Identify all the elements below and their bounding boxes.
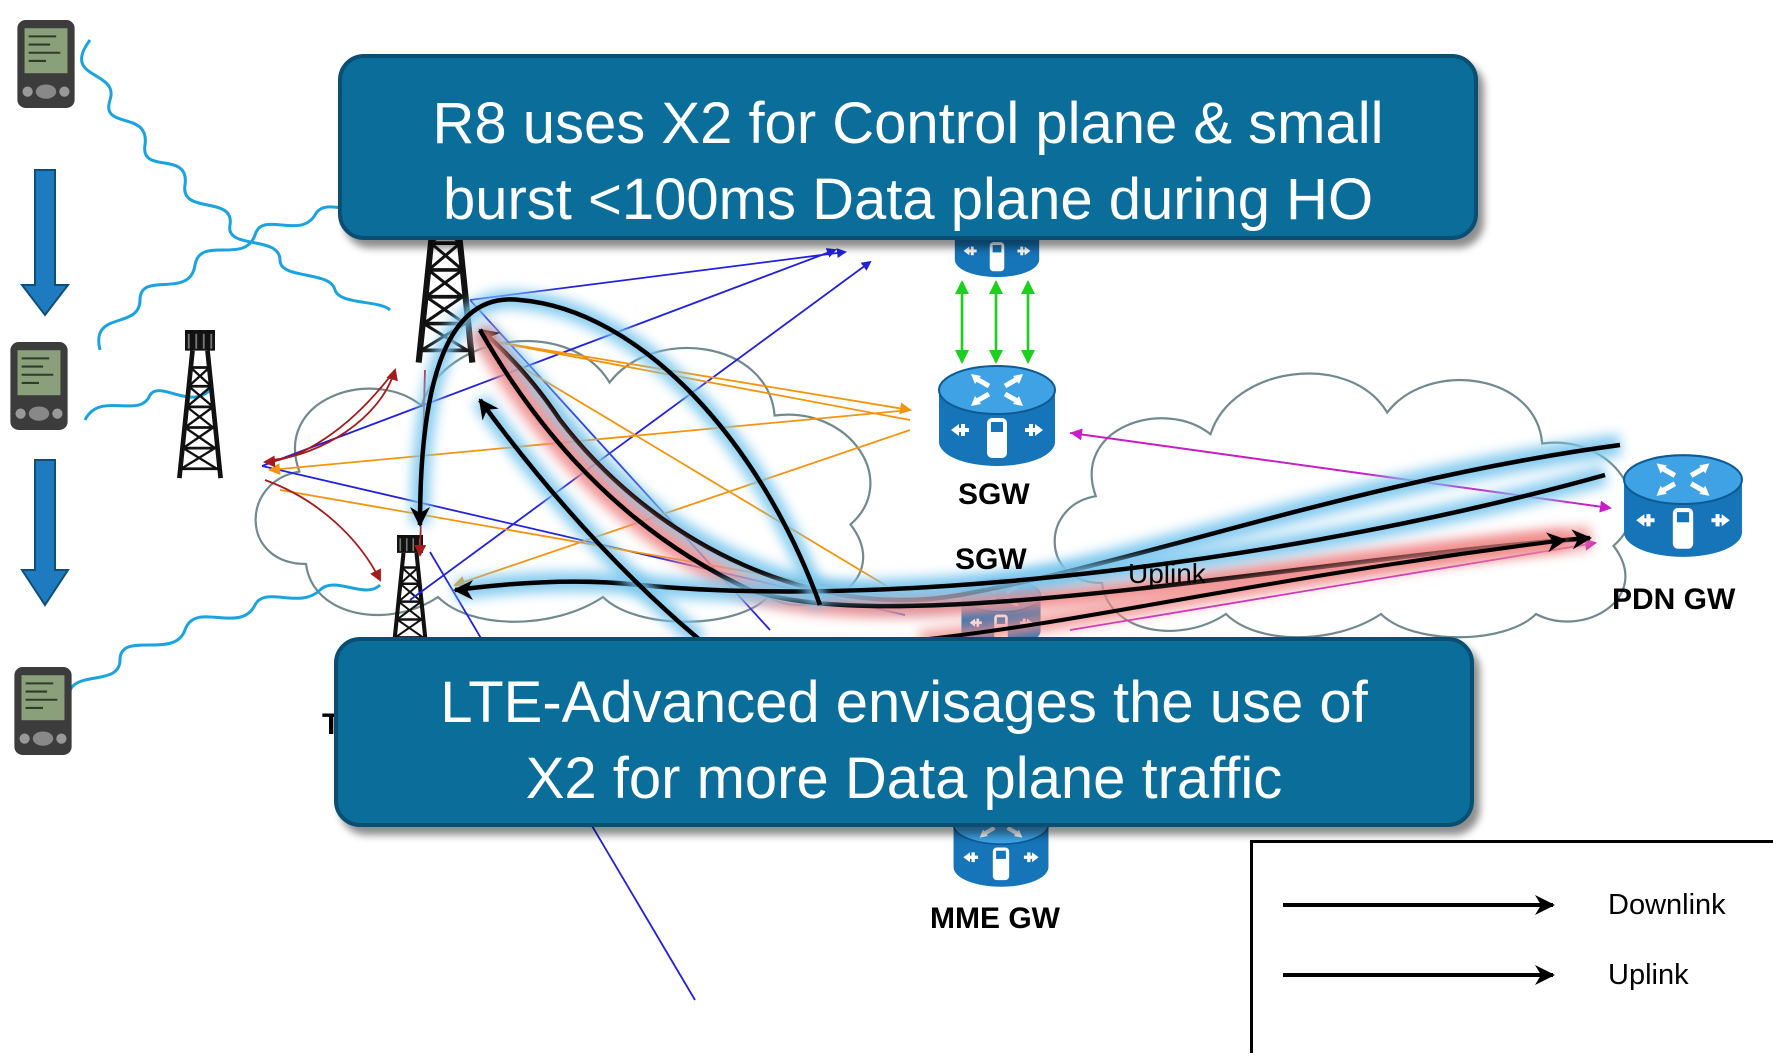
mobile-device-top — [16, 19, 76, 109]
callout-top-line-2: burst <100ms Data plane during HO — [442, 167, 1374, 232]
legend-downlink-label: Downlink — [1608, 889, 1726, 921]
callout-bottom-line-1: LTE-Advanced envisages the use of — [440, 670, 1368, 735]
callout-bottom-line-2: X2 for more Data plane traffic — [525, 746, 1283, 811]
router-pdn-gw — [1624, 455, 1742, 557]
mme-gw-label: MME GW — [930, 902, 1060, 935]
callout-bottom: LTE-Advanced envisages the use of X2 for… — [334, 637, 1474, 827]
pdn-gw-label: PDN GW — [1612, 583, 1736, 616]
flow-label-uplink: Uplink — [1128, 558, 1206, 589]
mobile-device-bottom — [13, 666, 73, 756]
data-flows — [410, 290, 1622, 649]
radio-wave-lower — [83, 388, 212, 421]
sgw-interconnect — [955, 280, 1035, 364]
router-sgw — [939, 366, 1055, 466]
sgw-behind-label: SGW — [955, 543, 1027, 576]
movement-arrows — [19, 169, 71, 607]
enodeb-left — [179, 330, 220, 478]
radio-wave-top — [80, 39, 392, 312]
mobile-device-middle — [9, 341, 69, 431]
legend-swatches — [1283, 895, 1555, 985]
callout-top-line-1: R8 uses X2 for Control plane & small — [432, 91, 1384, 156]
radio-wave-bottom — [67, 583, 382, 706]
sgw-label: SGW — [958, 478, 1030, 511]
radio-wave-middle — [97, 203, 372, 351]
handover-arrow-1 — [19, 169, 71, 317]
handover-arrow-2 — [20, 459, 70, 607]
legend: Downlink Uplink — [1250, 840, 1773, 1053]
legend-uplink-label: Uplink — [1608, 959, 1689, 991]
radio-links — [67, 39, 392, 706]
callout-top: R8 uses X2 for Control plane & small bur… — [338, 54, 1478, 240]
